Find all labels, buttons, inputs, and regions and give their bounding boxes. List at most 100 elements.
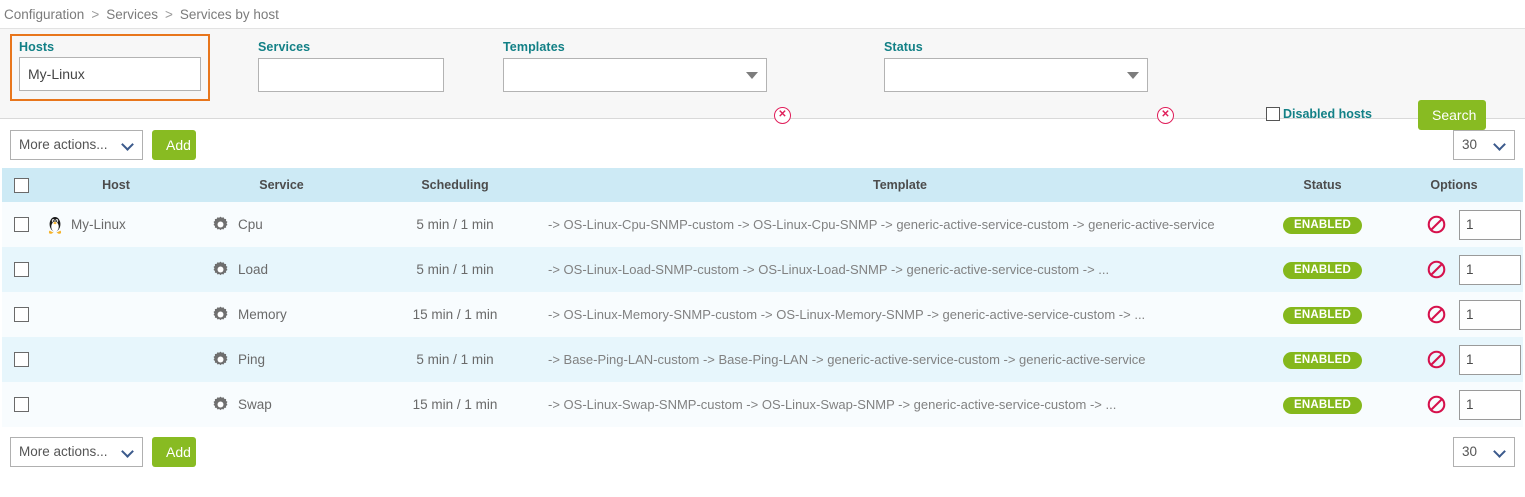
scheduling-cell: 5 min / 1 min (370, 247, 540, 292)
services-input[interactable] (258, 58, 444, 92)
chevron-down-icon (746, 72, 758, 79)
breadcrumb-separator: > (91, 6, 100, 22)
more-actions-label-bottom: More actions... (19, 444, 108, 459)
select-all-checkbox[interactable] (13, 177, 29, 193)
column-header-status[interactable]: Status (1260, 168, 1385, 202)
breadcrumb-item-services[interactable]: Services (106, 6, 158, 22)
page-size-select-bottom[interactable]: 30 (1453, 436, 1515, 467)
services-filter-label: Services (258, 40, 311, 54)
status-badge[interactable]: ENABLED (1283, 216, 1362, 234)
column-header-options[interactable]: Options (1385, 168, 1523, 202)
service-name[interactable]: Ping (238, 352, 266, 367)
quantity-input[interactable] (1459, 389, 1521, 420)
row-checkbox-cell[interactable] (2, 382, 40, 427)
row-checkbox[interactable] (13, 262, 29, 278)
service-name[interactable]: Memory (238, 307, 287, 322)
breadcrumb-item-services-by-host[interactable]: Services by host (179, 6, 279, 22)
deny-icon[interactable] (1427, 395, 1446, 414)
clear-templates-icon[interactable]: ✕ (774, 107, 791, 124)
more-actions-label-top: More actions... (19, 137, 108, 152)
add-button-bottom[interactable]: Add (152, 436, 196, 467)
host-cell (40, 382, 190, 427)
template-cell: -> OS-Linux-Swap-SNMP-custom -> OS-Linux… (540, 382, 1260, 427)
column-header-host[interactable]: Host (40, 168, 190, 202)
search-button[interactable]: Search (1418, 100, 1486, 130)
quantity-input[interactable] (1459, 209, 1521, 240)
page-size-value-bottom: 30 (1462, 444, 1478, 459)
status-badge[interactable]: ENABLED (1283, 306, 1362, 324)
deny-icon[interactable] (1427, 215, 1446, 234)
page-size-select-top[interactable]: 30 (1453, 129, 1515, 160)
host-name[interactable]: My-Linux (71, 217, 126, 232)
gear-icon (213, 396, 228, 411)
template-cell: -> OS-Linux-Cpu-SNMP-custom -> OS-Linux-… (540, 202, 1260, 247)
table-row: Load 5 min / 1 min -> OS-Linux-Load-SNMP-c… (2, 247, 1523, 292)
service-name[interactable]: Load (238, 262, 269, 277)
table-header-row: Host Service Scheduling Template Status … (2, 168, 1523, 202)
quantity-input[interactable] (1459, 344, 1521, 375)
disabled-hosts-checkbox[interactable]: Disabled hosts (1266, 107, 1372, 121)
gear-icon (213, 306, 228, 321)
row-checkbox[interactable] (13, 307, 29, 323)
column-header-template[interactable]: Template (540, 168, 1260, 202)
row-checkbox-cell[interactable] (2, 292, 40, 337)
service-cell: Ping (190, 337, 370, 382)
row-checkbox-cell[interactable] (2, 247, 40, 292)
linux-penguin-icon (48, 216, 62, 234)
row-checkbox[interactable] (13, 397, 29, 413)
toolbar-top: More actions... Add 30 (0, 119, 1525, 168)
scheduling-cell: 5 min / 1 min (370, 202, 540, 247)
templates-select-box[interactable] (503, 58, 767, 92)
service-name[interactable]: Swap (238, 397, 272, 412)
row-checkbox[interactable] (13, 352, 29, 368)
service-cell: Swap (190, 382, 370, 427)
row-checkbox-cell[interactable] (2, 202, 40, 247)
column-header-service[interactable]: Service (190, 168, 370, 202)
options-cell (1385, 337, 1523, 382)
more-actions-select-top[interactable]: More actions... (10, 129, 143, 160)
host-cell (40, 292, 190, 337)
deny-icon[interactable] (1427, 350, 1446, 369)
checkbox-box-icon[interactable] (1266, 107, 1280, 121)
status-cell: ENABLED (1260, 292, 1385, 337)
host-cell (40, 247, 190, 292)
status-cell: ENABLED (1260, 202, 1385, 247)
row-checkbox-cell[interactable] (2, 337, 40, 382)
deny-icon[interactable] (1427, 305, 1446, 324)
templates-select[interactable] (503, 58, 767, 92)
scheduling-cell: 5 min / 1 min (370, 337, 540, 382)
service-name[interactable]: Cpu (238, 217, 263, 232)
service-cell: Memory (190, 292, 370, 337)
template-text: -> OS-Linux-Load-SNMP-custom -> OS-Linux… (548, 262, 1110, 277)
quantity-input[interactable] (1459, 254, 1521, 285)
scheduling-cell: 15 min / 1 min (370, 292, 540, 337)
status-select[interactable] (884, 58, 1148, 92)
templates-filter-label: Templates (503, 40, 565, 54)
add-button-top[interactable]: Add (152, 129, 196, 160)
quantity-input[interactable] (1459, 299, 1521, 330)
chevron-down-icon (121, 137, 134, 151)
status-select-box[interactable] (884, 58, 1148, 92)
status-badge[interactable]: ENABLED (1283, 261, 1362, 279)
breadcrumb-item-configuration[interactable]: Configuration (4, 6, 85, 22)
more-actions-select-bottom[interactable]: More actions... (10, 436, 143, 467)
status-cell: ENABLED (1260, 337, 1385, 382)
clear-status-icon[interactable]: ✕ (1157, 107, 1174, 124)
toolbar-bottom: More actions... Add 30 (0, 427, 1525, 476)
status-badge[interactable]: ENABLED (1283, 351, 1362, 369)
status-cell: ENABLED (1260, 247, 1385, 292)
options-cell (1385, 382, 1523, 427)
status-badge[interactable]: ENABLED (1283, 396, 1362, 414)
table-row: My-Linux Cpu 5 min / 1 min-> OS-Linux-Cpu-… (2, 202, 1523, 247)
chevron-down-icon (121, 444, 134, 458)
column-header-scheduling[interactable]: Scheduling (370, 168, 540, 202)
hosts-input[interactable] (19, 57, 201, 91)
select-all-header[interactable] (2, 168, 40, 202)
chevron-down-icon (1493, 444, 1506, 458)
deny-icon[interactable] (1427, 260, 1446, 279)
column-header-service-label: Service (259, 178, 304, 192)
row-checkbox[interactable] (13, 217, 29, 233)
